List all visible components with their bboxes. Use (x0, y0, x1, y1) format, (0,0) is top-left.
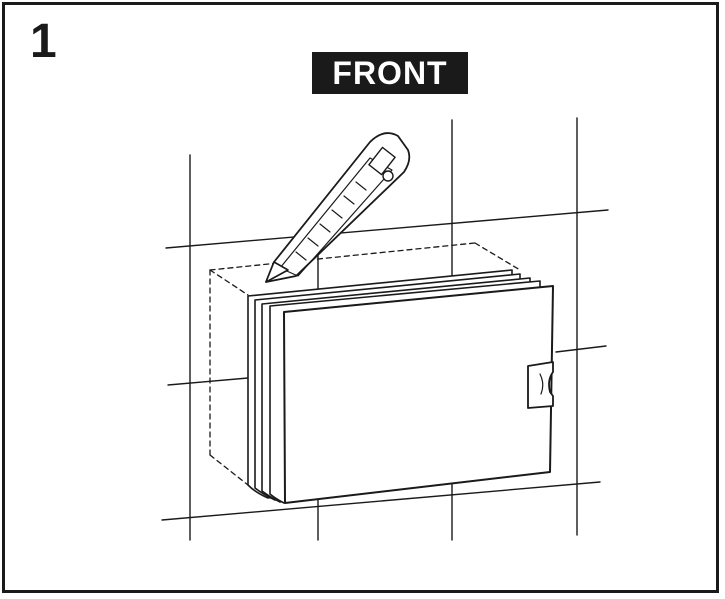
front-label: FRONT (312, 52, 468, 94)
utility-knife-icon (265, 132, 411, 283)
door-latch-icon (527, 361, 554, 409)
front-door (283, 285, 554, 504)
step-number: 1 (30, 15, 57, 68)
enclosure-box (247, 269, 554, 504)
cutout-outline (209, 242, 521, 486)
